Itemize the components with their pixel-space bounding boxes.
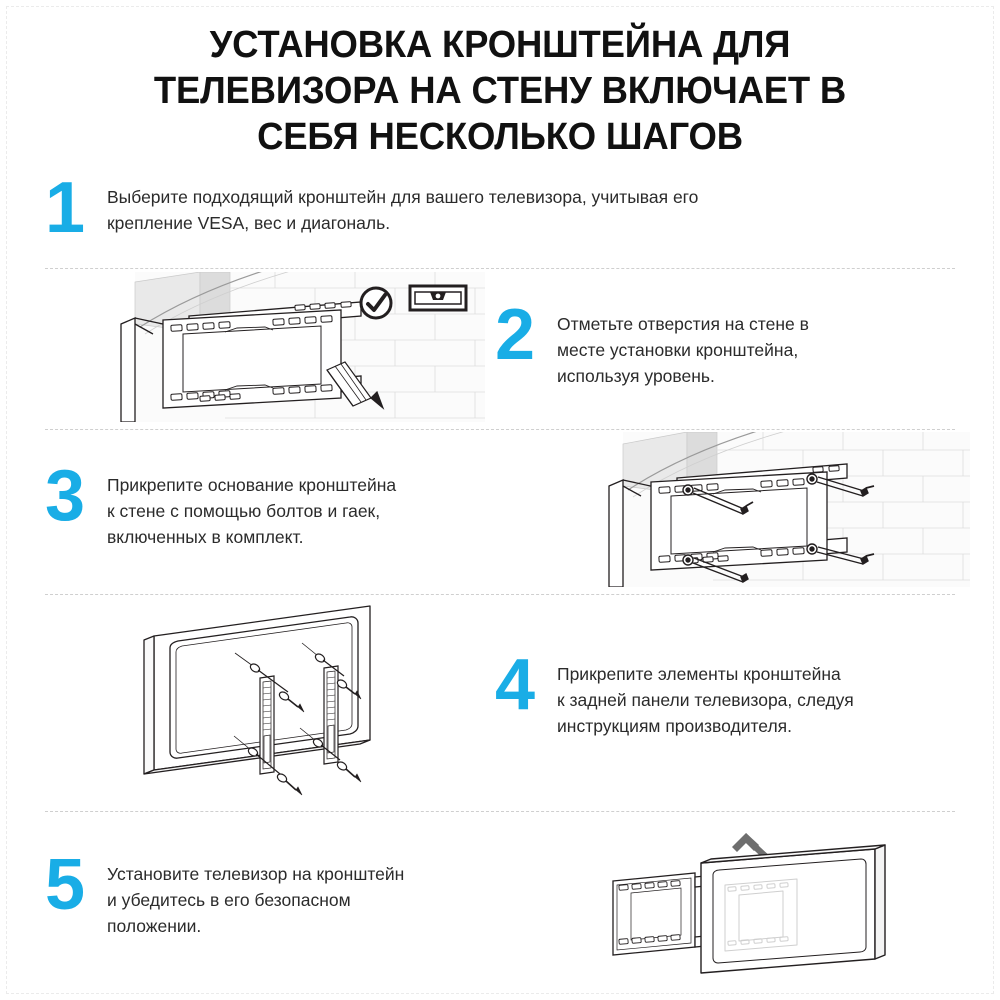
pencil-icon xyxy=(326,361,385,410)
separator-3 xyxy=(45,594,955,595)
step-4-text: Прикрепите элементы кронштейна к задней … xyxy=(557,664,854,736)
illustration-step-5 xyxy=(585,815,970,980)
tv-unit xyxy=(700,844,886,974)
separator-2 xyxy=(45,429,955,430)
tv-mount-rails xyxy=(259,665,339,775)
page-title-line-1: УСТАНОВКА КРОНШТЕЙНА ДЛЯ xyxy=(209,24,791,66)
page-title: УСТАНОВКА КРОНШТЕЙНА ДЛЯ ТЕЛЕВИЗОРА НА С… xyxy=(68,22,932,160)
wall-bracket-plate xyxy=(650,463,848,571)
spirit-level-icon xyxy=(408,284,468,312)
step-3-text: Прикрепите основание кронштейна к стене … xyxy=(107,475,397,547)
step-5-text: Установите телевизор на кронштейн и убед… xyxy=(107,864,405,936)
step-5-number: 5 xyxy=(45,845,86,925)
step-3: 3 Прикрепите основание кронштейна к стен… xyxy=(45,456,515,550)
step-4-number: 4 xyxy=(495,645,536,725)
step-2-number: 2 xyxy=(495,295,536,375)
step-2: 2 Отметьте отверстия на стене в месте ус… xyxy=(495,295,935,389)
separator-1 xyxy=(45,268,955,269)
step-1: 1 Выберите подходящий кронштейн для ваше… xyxy=(45,168,925,248)
separator-4 xyxy=(45,811,955,812)
bolt-screw-icon xyxy=(682,473,875,584)
bolt-screw-icon xyxy=(233,642,362,796)
step-2-text: Отметьте отверстия на стене в месте уста… xyxy=(557,314,809,386)
step-1-number: 1 xyxy=(45,168,86,248)
step-5: 5 Установите телевизор на кронштейн и уб… xyxy=(45,845,515,939)
illustration-step-1 xyxy=(105,272,485,422)
step-4: 4 Прикрепите элементы кронштейна к задне… xyxy=(495,645,945,739)
wall-bracket-plate xyxy=(162,301,362,409)
illustration-step-4 xyxy=(112,600,482,800)
check-circle-icon xyxy=(359,286,393,320)
step-1-text: Выберите подходящий кронштейн для вашего… xyxy=(107,187,699,233)
page-title-line-3: СЕБЯ НЕСКОЛЬКО ШАГОВ xyxy=(257,116,743,158)
illustration-step-3 xyxy=(595,432,970,587)
page-title-line-2: ТЕЛЕВИЗОРА НА СТЕНУ ВКЛЮЧАЕТ В xyxy=(153,70,847,112)
step-3-number: 3 xyxy=(45,456,86,536)
